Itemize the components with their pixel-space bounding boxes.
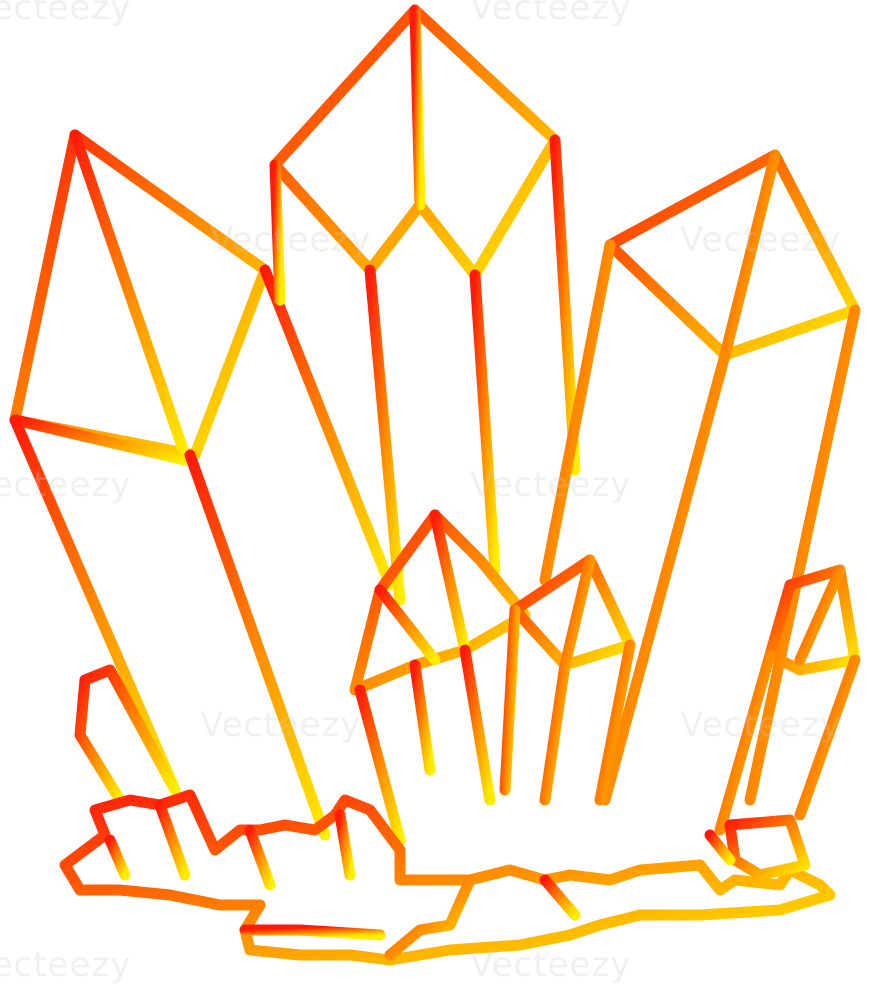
watermark-text: Vecteezy (470, 465, 632, 505)
rock-base (59, 789, 836, 966)
watermark-text: Vecteezy (470, 0, 632, 28)
watermark-text: Vecteezy (0, 945, 132, 985)
watermark-text: Vecteezy (200, 705, 362, 745)
watermark-text: Vecteezy (680, 705, 842, 745)
crystal-left (9, 129, 271, 461)
watermark-text: Vecteezy (0, 0, 132, 28)
watermark-text: Vecteezy (680, 220, 842, 260)
crystal-center-small (349, 509, 531, 696)
crystal-left-small (79, 664, 181, 796)
watermark-text: Vecteezy (470, 945, 632, 985)
crystal-far-right (764, 564, 861, 676)
watermark-text: Vecteezy (0, 465, 132, 505)
watermark-text: Vecteezy (210, 220, 372, 260)
